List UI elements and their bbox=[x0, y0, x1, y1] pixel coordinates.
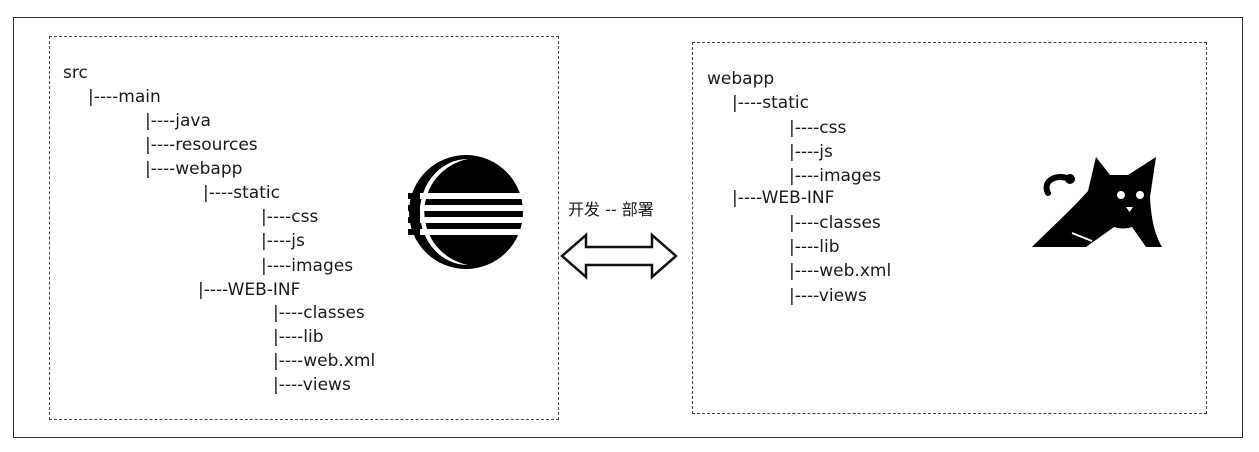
tree-node-js: |----js bbox=[789, 142, 833, 162]
tree-node-web-xml: |----web.xml bbox=[273, 351, 376, 371]
tree-node-classes: |----classes bbox=[273, 303, 365, 323]
tree-node-css: |----css bbox=[789, 118, 847, 138]
tree-node-classes: |----classes bbox=[789, 213, 881, 233]
tree-node-images: |----images bbox=[261, 256, 354, 276]
tree-node-web-xml: |----web.xml bbox=[789, 261, 892, 281]
diagram-frame bbox=[13, 17, 1243, 438]
tree-node-java: |----java bbox=[145, 111, 211, 131]
tree-node-resources: |----resources bbox=[145, 135, 258, 155]
tree-node-static: |----static bbox=[203, 183, 280, 203]
eclipse-logo-icon bbox=[408, 155, 524, 269]
tree-node-css: |----css bbox=[261, 207, 319, 227]
tree-node-views: |----views bbox=[273, 375, 351, 395]
tree-node-main: |----main bbox=[88, 87, 161, 107]
tree-node-lib: |----lib bbox=[273, 327, 324, 347]
tree-node-images: |----images bbox=[789, 166, 882, 186]
double-arrow-icon bbox=[560, 232, 678, 280]
tree-node-lib: |----lib bbox=[789, 237, 840, 257]
tree-node-web-inf: |----WEB-INF bbox=[732, 188, 835, 208]
tree-node-static: |----static bbox=[732, 93, 809, 113]
tomcat-logo-icon bbox=[1032, 157, 1162, 247]
tree-node-webapp-root: webapp bbox=[707, 69, 775, 89]
tree-node-js: |----js bbox=[261, 231, 305, 251]
source-tree-panel bbox=[49, 36, 559, 420]
tree-node-webapp: |----webapp bbox=[145, 159, 243, 179]
deploy-tree-panel bbox=[692, 42, 1207, 414]
tree-node-web-inf: |----WEB-INF bbox=[198, 280, 301, 300]
tree-node-src: src bbox=[63, 63, 88, 83]
tree-node-views: |----views bbox=[789, 286, 867, 306]
dev-deploy-label: 开发 -- 部署 bbox=[568, 200, 654, 219]
